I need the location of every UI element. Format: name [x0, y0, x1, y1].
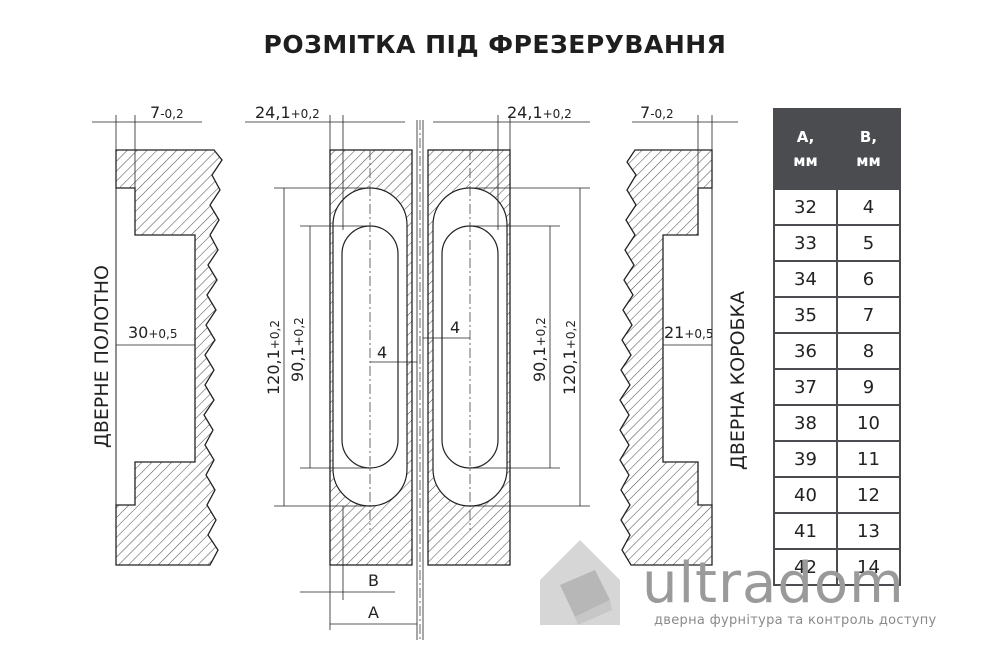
dim-right-top: 7-0,2: [640, 103, 674, 122]
dim-left-inner-top: 24,1+0,2: [255, 103, 320, 122]
table-cell: 6: [836, 260, 901, 298]
table-header-b: B, мм: [836, 108, 901, 190]
dim-right-gap: 4: [450, 318, 460, 337]
dim-left-outer-height: 120,1+0,2: [264, 320, 283, 395]
door-leaf-section: [115, 149, 223, 566]
table-cell: 36: [773, 332, 838, 370]
table-cell: 41: [773, 512, 838, 550]
table-cell: 13: [836, 512, 901, 550]
table-cell: 34: [773, 260, 838, 298]
table-header-row: A, мм B, мм: [773, 108, 901, 190]
table-cell: 11: [836, 440, 901, 478]
table-cell: 9: [836, 368, 901, 406]
door-frame-section: [619, 149, 713, 566]
table-cell: 14: [836, 548, 901, 586]
table-cell: 10: [836, 404, 901, 442]
frame-mortise-strip: [427, 149, 511, 566]
label-door-frame: ДВЕРНА КОРОБКА: [727, 291, 749, 470]
leaf-mortise-strip: [329, 149, 413, 566]
table-cell: 42: [773, 548, 838, 586]
table-cell: 40: [773, 476, 838, 514]
table-cell: 4: [836, 188, 901, 226]
table-cell: 32: [773, 188, 838, 226]
dim-label-a: A: [368, 603, 379, 622]
table-cell: 12: [836, 476, 901, 514]
dim-label-b: B: [368, 571, 379, 590]
table-cell: 7: [836, 296, 901, 334]
dim-left-gap: 4: [377, 343, 387, 362]
house-logo-icon: [540, 540, 620, 625]
table-cell: 8: [836, 332, 901, 370]
table-cell: 39: [773, 440, 838, 478]
logo-word: ultradom: [642, 551, 905, 616]
table-cell: 5: [836, 224, 901, 262]
dim-left-inner-height: 90,1+0,2: [288, 317, 307, 382]
dim-right-outer-height: 120,1+0,2: [560, 320, 579, 395]
ultradom-logo: ultradom дверна фурнітура та контроль до…: [520, 525, 960, 655]
dim-leaf-depth: 30+0,5: [128, 323, 178, 342]
dim-right-inner-height: 90,1+0,2: [530, 317, 549, 382]
table-header-a: A, мм: [773, 108, 838, 190]
label-door-leaf: ДВЕРНЕ ПОЛОТНО: [91, 265, 113, 448]
logo-tagline: дверна фурнітура та контроль доступу: [654, 613, 937, 628]
table-cell: 35: [773, 296, 838, 334]
table-cell: 37: [773, 368, 838, 406]
dim-left-top: 7-0,2: [150, 103, 184, 122]
dim-frame-depth: 21+0,5: [664, 323, 714, 342]
dim-right-inner-top: 24,1+0,2: [507, 103, 572, 122]
page-title: РОЗМІТКА ПІД ФРЕЗЕРУВАННЯ: [263, 30, 727, 59]
table-cell: 38: [773, 404, 838, 442]
table-cell: 33: [773, 224, 838, 262]
